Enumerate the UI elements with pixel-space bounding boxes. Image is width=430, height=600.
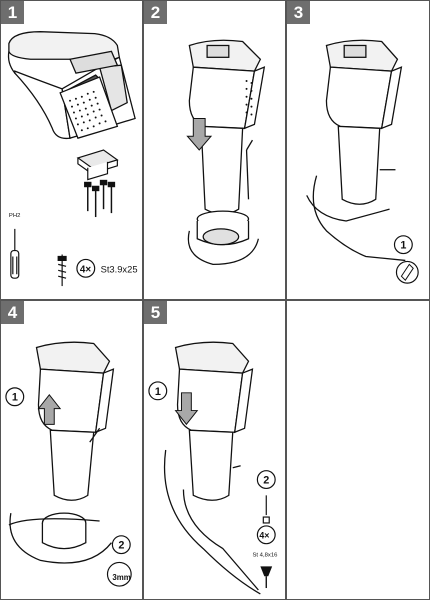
step-1-badge: 1 xyxy=(1,1,24,24)
callout-label-2: 2 xyxy=(118,540,124,552)
armrest-final xyxy=(163,341,261,595)
step-5-illustration: 1 2 4× St 4,8x16 xyxy=(148,341,278,595)
up-arrow-icon xyxy=(37,393,62,425)
step-4-badge: 4 xyxy=(1,301,24,324)
callout-circle-2 xyxy=(256,470,276,490)
quantity-circle xyxy=(256,525,276,545)
armrest-upright xyxy=(187,39,266,266)
callout-circle-2 xyxy=(111,535,131,555)
armrest-installed xyxy=(306,39,406,262)
step-4-illustration: 1 2 3mm xyxy=(5,341,132,587)
mounting-bracket xyxy=(76,149,119,181)
step-1-panel: 1 xyxy=(0,0,143,300)
step-5-badge: 5 xyxy=(144,301,167,324)
drill-icon xyxy=(106,561,132,587)
step-2-panel: 2 xyxy=(143,0,286,300)
screw-icon xyxy=(262,495,270,524)
callout-label-2: 2 xyxy=(263,475,269,487)
callout-label-1: 1 xyxy=(12,392,18,404)
screw-spec-label: St 4,8x16 xyxy=(252,552,278,558)
callout-label-1: 1 xyxy=(155,386,161,398)
step-4-panel: 4 1 2 3mm xyxy=(0,300,143,600)
armrest-upright xyxy=(8,341,115,564)
step-1-illustration: PH2 4× St3.9x25 xyxy=(7,31,138,287)
tool-tag-label: PH2 xyxy=(9,213,20,219)
step-2-badge: 2 xyxy=(144,1,167,24)
quantity-circle xyxy=(76,258,96,278)
armrest-assembly xyxy=(7,31,136,140)
step-2-illustration xyxy=(186,39,266,266)
perforation-dots xyxy=(69,90,107,132)
down-arrow-icon xyxy=(186,117,213,151)
step-3-panel: 3 1 xyxy=(286,0,430,300)
step-3-badge: 3 xyxy=(287,1,310,24)
screw-spec-label: St3.9x25 xyxy=(101,264,138,274)
callout-label: 1 xyxy=(400,240,406,252)
quantity-label: 4× xyxy=(80,264,91,275)
down-arrow-icon xyxy=(174,392,199,426)
drill-size-label: 3mm xyxy=(112,573,130,582)
screw-icon xyxy=(57,254,67,287)
step-5-panel: 5 1 2 4× St 4,8x16 xyxy=(143,300,286,600)
empty-panel xyxy=(286,300,430,600)
callout-circle xyxy=(393,235,413,255)
quantity-label: 4× xyxy=(259,531,269,541)
perforation-dots xyxy=(245,79,253,116)
callout-circle-1 xyxy=(148,381,168,401)
screw-head-icon xyxy=(260,566,273,577)
callout-circle-1 xyxy=(5,387,25,407)
screws xyxy=(84,179,116,218)
screwdriver-icon xyxy=(10,228,20,279)
step-3-illustration: 1 xyxy=(306,39,419,284)
